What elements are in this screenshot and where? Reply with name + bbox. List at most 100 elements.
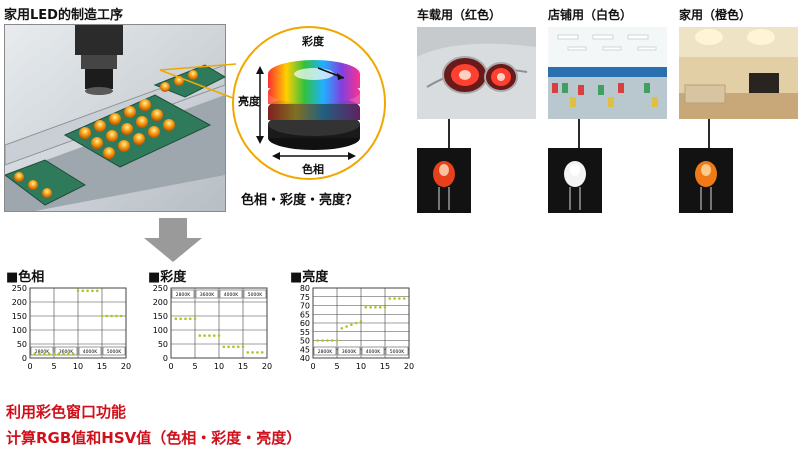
data-point (241, 345, 245, 349)
data-point (119, 314, 123, 318)
page-title: 家用LED的制造工序 (4, 8, 123, 23)
saturation-label: 彩度 (302, 35, 324, 48)
home-interior-photo (679, 27, 798, 119)
chart-title-hue: ■色相 (6, 270, 45, 285)
data-point (198, 334, 202, 337)
data-point (203, 334, 206, 337)
y-tick-label: 75 (300, 293, 310, 302)
group-label-box (30, 346, 54, 356)
x-tick-label: 5 (334, 362, 339, 371)
y-tick-label: 80 (300, 284, 310, 293)
y-tick-label: 250 (153, 284, 168, 293)
y-tick-label: 150 (153, 312, 168, 321)
x-tick-label: 0 (27, 362, 32, 371)
data-point (212, 334, 216, 337)
group-label: 4000K (83, 349, 98, 355)
data-point (369, 305, 372, 309)
data-point (33, 352, 37, 356)
data-point (330, 339, 334, 342)
data-point (188, 317, 192, 321)
data-point (184, 317, 187, 321)
x-tick-label: 15 (97, 362, 107, 371)
x-tick-label: 5 (51, 362, 56, 371)
callout-car (448, 119, 450, 149)
manufacturing-illustration (4, 24, 226, 212)
hsv-question: 色相・彩度・亮度？ (241, 193, 359, 208)
data-point (326, 339, 329, 342)
data-point (236, 345, 240, 349)
footer-line-1: 利用彩色窗口功能 (6, 403, 127, 421)
data-point (105, 314, 109, 318)
group-label-box (54, 346, 78, 356)
y-tick-label: 200 (12, 298, 27, 307)
x-tick-label: 20 (121, 362, 131, 371)
pcb-board (5, 64, 225, 206)
group-label: 4000K (224, 292, 239, 298)
group-label: 3600K (200, 292, 215, 298)
group-label-box (361, 346, 385, 356)
group-label: 3600K (59, 349, 74, 355)
group-label-box (385, 346, 409, 356)
data-point (174, 317, 178, 321)
data-point (359, 319, 363, 323)
group-label: 3600K (342, 349, 357, 355)
data-point (335, 339, 339, 342)
hsv-cylinder-graphic (256, 60, 360, 160)
camera-icon (75, 25, 123, 95)
group-label: 2800K (35, 349, 50, 355)
y-tick-label: 40 (300, 354, 310, 363)
x-tick-label: 5 (192, 362, 197, 371)
led-tile-white (548, 148, 602, 213)
data-point (232, 345, 235, 349)
data-point (110, 314, 113, 318)
group-label-box (102, 346, 126, 356)
data-point (227, 345, 230, 349)
data-point (354, 321, 358, 325)
x-tick-label: 20 (404, 362, 414, 371)
data-point (260, 351, 264, 354)
chart-title-brightness: ■亮度 (290, 270, 329, 285)
data-point (91, 289, 94, 293)
x-tick-label: 10 (214, 362, 224, 371)
data-point (208, 334, 211, 337)
data-point (378, 305, 382, 309)
data-point (217, 334, 221, 337)
category-label-home: 家用（橙色） (679, 8, 752, 22)
hue-label: 色相 (302, 163, 324, 176)
footer-line-2: 计算RGB值和HSV值（色相・彩度・亮度） (6, 429, 302, 447)
x-tick-label: 0 (168, 362, 173, 371)
section-marker: ■ (290, 270, 303, 285)
y-tick-label: 50 (158, 340, 168, 349)
x-tick-label: 20 (262, 362, 272, 371)
group-label: 2800K (176, 292, 191, 298)
data-point (100, 314, 104, 318)
data-point (222, 345, 226, 349)
group-label: 2800K (318, 349, 333, 355)
y-tick-label: 100 (12, 326, 27, 335)
data-point (43, 352, 46, 356)
data-point (193, 317, 197, 321)
callout-store (578, 119, 580, 149)
down-arrow-icon (144, 218, 202, 262)
y-tick-label: 100 (153, 326, 168, 335)
x-tick-label: 15 (238, 362, 248, 371)
brightness-label: 亮度 (238, 95, 260, 108)
group-label-box (195, 289, 219, 299)
section-marker: ■ (6, 270, 19, 285)
data-point (364, 305, 368, 309)
chart-title-saturation: ■彩度 (148, 270, 187, 285)
data-point (340, 326, 344, 330)
x-tick-label: 10 (73, 362, 83, 371)
led-array (14, 70, 198, 198)
data-point (388, 297, 392, 300)
y-tick-label: 150 (12, 312, 27, 321)
group-label-box (313, 346, 337, 356)
group-label-box (243, 289, 267, 299)
data-point (76, 289, 80, 293)
category-label-store: 店铺用（白色） (548, 8, 633, 22)
led-tile-orange (679, 148, 733, 213)
data-point (81, 289, 85, 293)
group-label-box (171, 289, 195, 299)
y-tick-label: 65 (300, 310, 310, 319)
